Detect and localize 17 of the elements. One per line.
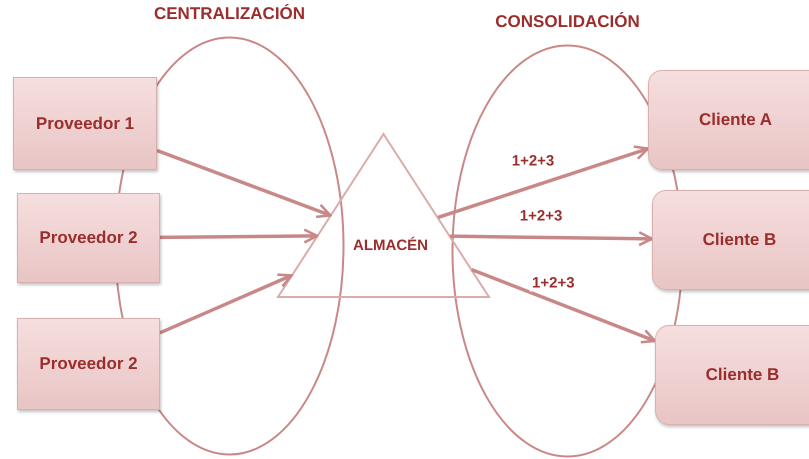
- supplier-box: Proveedor 2: [17, 193, 160, 283]
- client-box: Cliente A: [648, 70, 809, 170]
- node-label: ALMACÉN: [353, 237, 428, 254]
- arrow: [471, 268, 656, 344]
- client-box: Cliente B: [655, 325, 809, 425]
- arrow: [159, 273, 293, 334]
- arrow: [437, 145, 650, 220]
- edge-label: 1+2+3: [530, 274, 577, 292]
- client-box: Cliente B: [652, 190, 809, 290]
- supplier-box: Proveedor 1: [13, 77, 157, 170]
- heading-label: CONSOLIDACIÓN: [495, 12, 640, 32]
- heading-label: CENTRALIZACIÓN: [154, 4, 306, 24]
- edge-label: 1+2+3: [518, 207, 564, 224]
- arrow: [160, 228, 318, 244]
- arrow: [156, 148, 332, 218]
- supplier-box: Proveedor 2: [17, 318, 160, 410]
- arrow: [450, 231, 654, 246]
